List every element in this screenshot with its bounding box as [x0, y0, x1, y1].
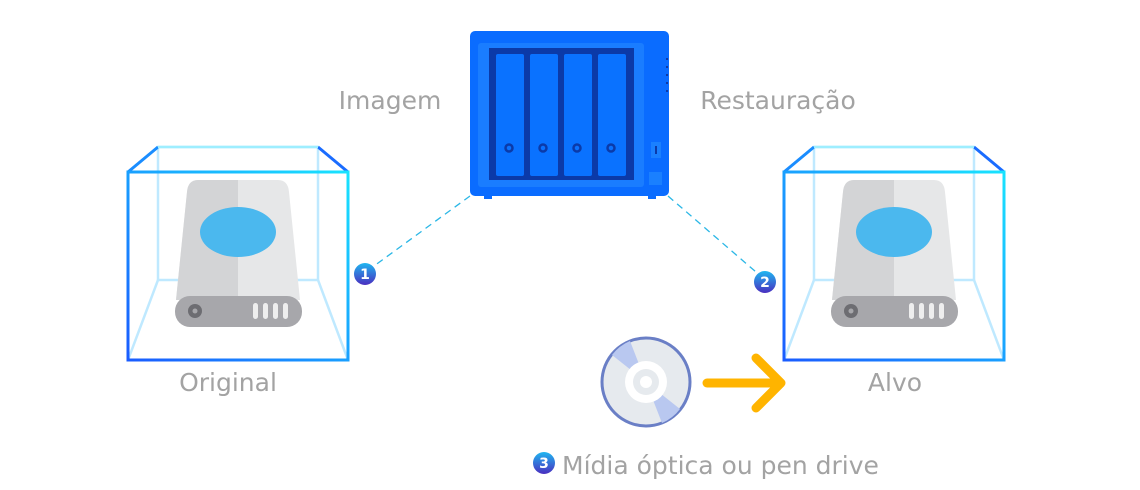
svg-text:3: 3 [539, 456, 549, 472]
original-label: Original [179, 368, 277, 397]
svg-text:2: 2 [760, 275, 770, 291]
target-label: Alvo [868, 368, 922, 397]
optical-disc-icon [600, 336, 692, 428]
restore-label: Restauração [700, 86, 856, 115]
nas-device-icon [470, 31, 669, 199]
svg-text:1: 1 [360, 267, 370, 283]
step-badge-1: 1 [354, 263, 376, 285]
connector-line [373, 195, 471, 267]
hard-drive-icon [126, 145, 350, 362]
hard-drive-icon [782, 145, 1006, 362]
image-label: Imagem [339, 86, 442, 115]
arrow-right-icon [702, 353, 786, 413]
connector-line [667, 195, 757, 273]
step-badge-2: 2 [754, 271, 776, 293]
media-label: Mídia óptica ou pen drive [562, 451, 879, 480]
step-badge-3: 3 [533, 452, 555, 474]
